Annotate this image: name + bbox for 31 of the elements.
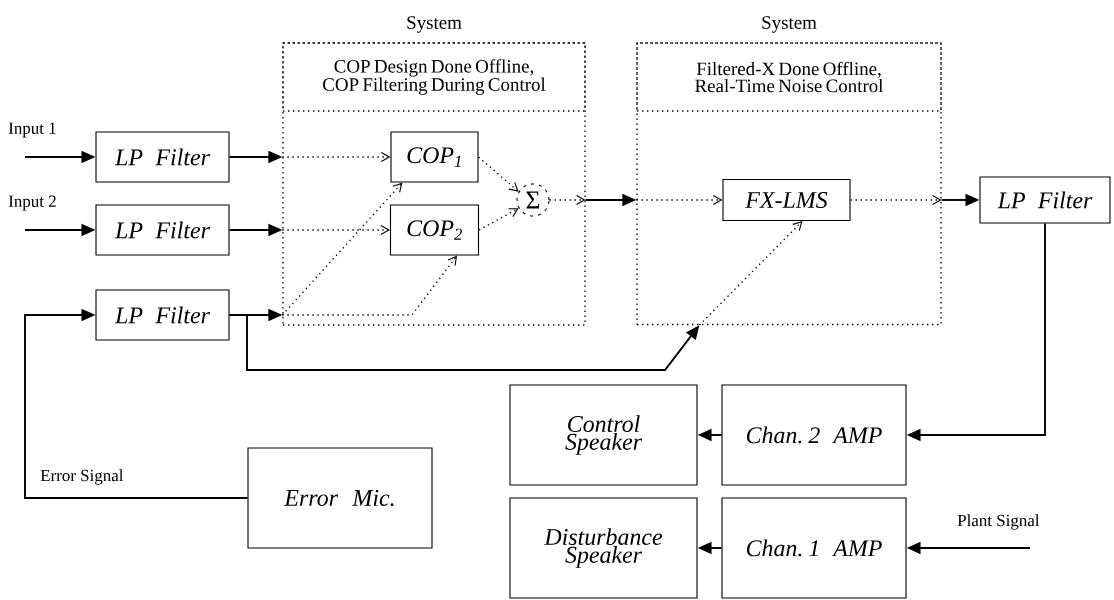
- process-box: LP Filter: [95, 131, 230, 183]
- signal-label: Input 1: [8, 122, 56, 138]
- process-box: COP$_{2}$: [389, 204, 480, 256]
- arrow: [477, 156, 519, 192]
- arrow: [281, 255, 458, 316]
- process-box: LP Filter: [979, 176, 1111, 224]
- header-band: Filtered-X Done Offline, Real-Time Noise Control: [636, 42, 942, 112]
- process-box: Chan. 2 AMP: [721, 384, 907, 486]
- process-box: FX-LMS: [722, 178, 851, 222]
- arrow: [698, 221, 803, 326]
- process-box: LP Filter: [95, 289, 230, 341]
- summing-junction: Σ: [516, 183, 550, 217]
- arrow: [635, 194, 723, 206]
- signal-label: Plant Signal: [957, 514, 1040, 530]
- process-box: Error Mic.: [247, 447, 433, 549]
- arrow: [24, 308, 249, 499]
- arrow: [849, 194, 942, 206]
- process-box: Control Speaker: [509, 384, 698, 486]
- node-label: System: [407, 16, 462, 33]
- arrow: [281, 224, 390, 236]
- arrow: [548, 194, 586, 206]
- process-box: Chan. 1 AMP: [721, 497, 907, 599]
- process-box: Disturbance Speaker: [509, 497, 698, 599]
- node-label: System: [762, 16, 817, 33]
- signal-label: Input 2: [8, 195, 56, 211]
- arrow: [281, 151, 391, 163]
- arrow: [478, 208, 519, 231]
- header-band: COP Design Done Offline, COP Filtering During Control: [282, 42, 586, 112]
- signal-label: Error Signal: [40, 469, 124, 485]
- process-box: COP$_{1}$: [390, 131, 479, 183]
- process-box: LP Filter: [95, 204, 230, 256]
